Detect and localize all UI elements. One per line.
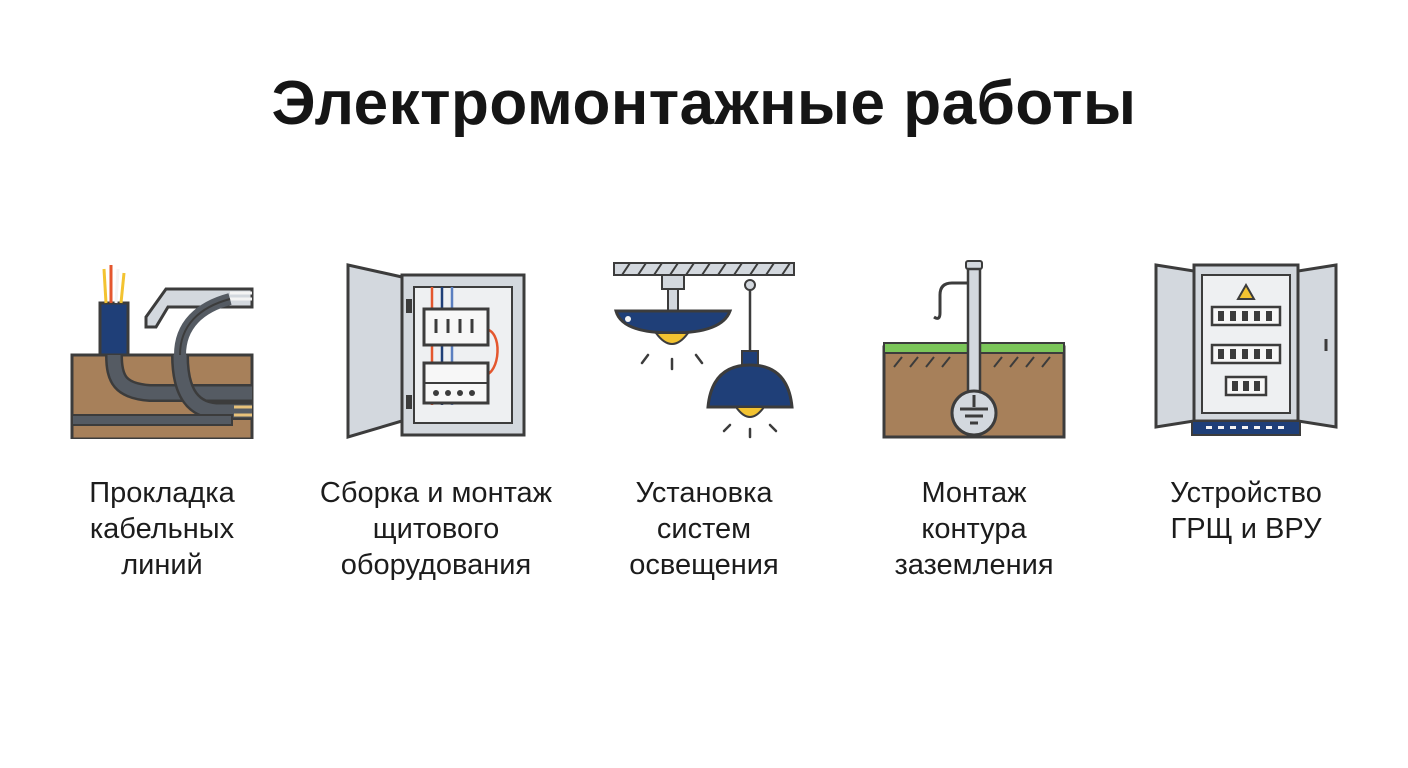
service-grounding: Монтаж контура заземления <box>834 255 1114 583</box>
cable-lines-icon <box>70 265 254 439</box>
page-title: Электромонтажные работы <box>271 69 1137 138</box>
service-switchboard: Сборка и монтаж щитового оборудования <box>296 255 576 583</box>
lighting-icon <box>613 262 795 439</box>
service-label: Прокладка кабельных линий <box>89 477 235 581</box>
main-distribution-board-icon <box>1154 263 1338 436</box>
service-lighting: Установка систем освещения <box>564 255 844 583</box>
switchboard-icon <box>346 263 526 439</box>
service-label: Устройство ГРЩ и ВРУ <box>1170 477 1322 545</box>
service-label: Установка систем освещения <box>629 477 779 581</box>
grounding-icon <box>882 260 1066 439</box>
services-row: Прокладка кабельных линий <box>0 255 1408 615</box>
service-cable-lines: Прокладка кабельных линий <box>22 255 302 583</box>
service-label: Сборка и монтаж щитового оборудования <box>319 477 553 581</box>
service-main-distribution-board: Устройство ГРЩ и ВРУ <box>1106 255 1386 547</box>
service-label: Монтаж контура заземления <box>894 477 1054 581</box>
